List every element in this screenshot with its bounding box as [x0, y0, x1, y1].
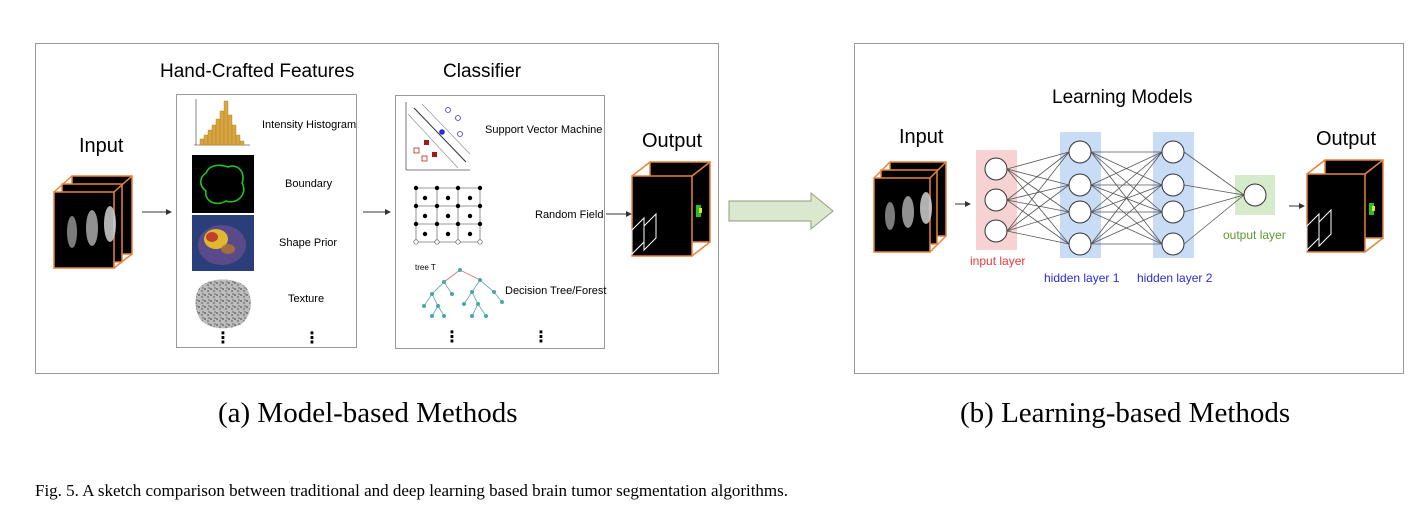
network-connection	[1006, 230, 1070, 245]
output-volume-a	[631, 161, 711, 257]
input-volume-b	[873, 161, 947, 253]
classifier-ellipsis-right: ⋮	[533, 329, 549, 346]
arrow-network-to-output	[1289, 203, 1305, 209]
classifier-ellipsis-left: ⋮	[444, 329, 460, 346]
panel-transition-arrow	[728, 191, 834, 231]
network-connection	[1090, 211, 1163, 245]
feature-label-shape-prior: Shape Prior	[279, 237, 338, 249]
hidden-1-node	[1068, 140, 1092, 164]
classifier-label-svm: Support Vector Machine	[485, 124, 603, 136]
output-label-a: Output	[642, 130, 703, 152]
panel-model-based	[35, 43, 719, 374]
network-connection	[1006, 168, 1070, 186]
classifier-title: Classifier	[443, 61, 522, 82]
features-ellipsis-right: ⋮	[304, 330, 320, 347]
features-box	[176, 94, 357, 348]
network-connection	[1183, 194, 1245, 245]
output-label-b: Output	[1316, 128, 1377, 150]
hidden-2-node	[1161, 140, 1185, 164]
feature-label-boundary: Boundary	[285, 178, 333, 190]
input-node	[984, 219, 1008, 243]
network-connection	[1090, 151, 1163, 186]
classifier-label-random-field: Random Field	[535, 209, 604, 221]
hidden-1-node	[1068, 200, 1092, 224]
hidden-2-node	[1161, 200, 1185, 224]
tree-label: tree T	[415, 263, 436, 272]
network-connection	[1006, 151, 1070, 201]
input-label-b: Input	[899, 126, 944, 148]
input-node	[984, 157, 1008, 181]
input-layer-label: input layer	[970, 254, 1026, 268]
features-title: Hand-Crafted Features	[160, 61, 355, 82]
decision-tree-icon	[422, 268, 504, 318]
learning-models-title: Learning Models	[1052, 87, 1193, 108]
classifier-box	[395, 95, 605, 349]
hidden-1-node	[1068, 173, 1092, 197]
caption-a: (a) Model-based Methods	[218, 397, 518, 429]
svm-icon	[405, 102, 471, 171]
arrow-input-to-network	[955, 201, 971, 207]
network-connection	[1183, 194, 1245, 213]
hidden-2-node	[1161, 232, 1185, 256]
network-connection	[1006, 184, 1070, 232]
random-field-icon	[413, 185, 483, 245]
shape-prior-icon	[192, 215, 254, 271]
arrow-input-to-features	[142, 209, 172, 215]
input-label-a: Input	[79, 135, 124, 157]
network-connection	[1006, 184, 1070, 201]
hidden-layer-1-label: hidden layer 1	[1044, 271, 1120, 285]
caption-b: (b) Learning-based Methods	[960, 397, 1291, 429]
input-node	[984, 188, 1008, 212]
network-connection	[1183, 151, 1245, 196]
arrow-features-to-classifier	[363, 209, 391, 215]
network-connection	[1006, 199, 1070, 213]
feature-label-texture: Texture	[288, 293, 325, 305]
figure-caption: Fig. 5. A sketch comparison between trad…	[35, 481, 789, 500]
network-connection	[1006, 168, 1070, 245]
output-node	[1243, 183, 1267, 207]
arrow-classifier-to-output	[606, 211, 632, 217]
network-connection	[1006, 151, 1070, 170]
network-connection	[1090, 151, 1163, 213]
network-connection	[1183, 184, 1245, 196]
network-connection	[1006, 199, 1070, 245]
boundary-icon	[192, 155, 254, 213]
classifier-label-decision-tree: Decision Tree/Forest	[505, 285, 607, 297]
network-connection	[1006, 211, 1070, 232]
network-connection	[1090, 184, 1163, 245]
histogram-icon	[194, 99, 250, 146]
hidden-1-node	[1068, 232, 1092, 256]
neural-network	[976, 132, 1275, 258]
texture-icon	[195, 279, 251, 329]
hidden-2-node	[1161, 173, 1185, 197]
network-connection	[1006, 151, 1070, 232]
input-volume-a	[53, 175, 133, 269]
features-ellipsis-left: ⋮	[215, 330, 231, 347]
feature-label-histogram: Intensity Histogram	[262, 119, 357, 131]
network-connection	[1090, 151, 1163, 245]
output-layer-label: output layer	[1223, 228, 1286, 242]
output-volume-b	[1306, 159, 1384, 253]
network-connection	[1006, 168, 1070, 213]
hidden-layer-2-label: hidden layer 2	[1137, 271, 1213, 285]
